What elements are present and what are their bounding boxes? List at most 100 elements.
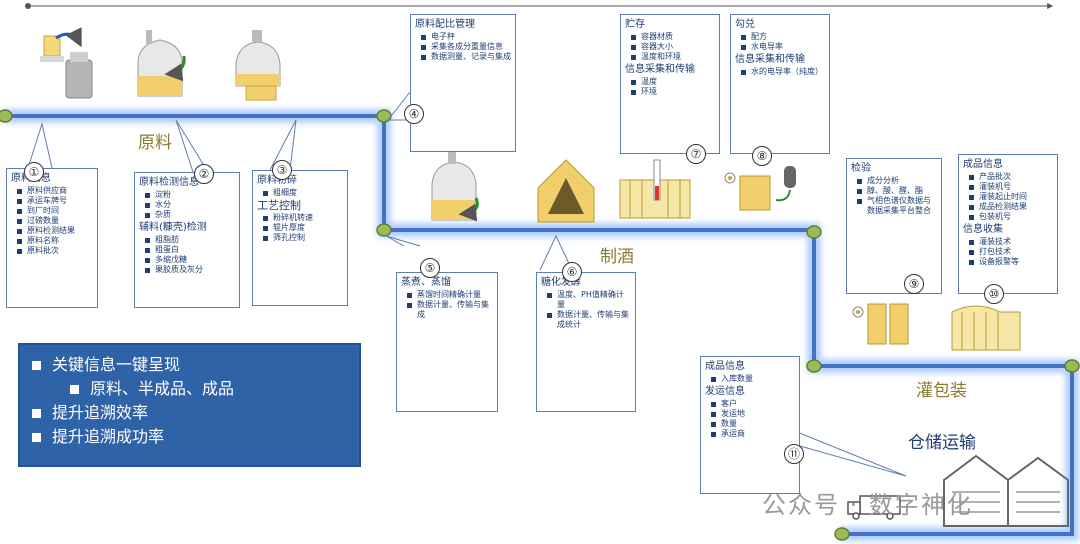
list-item: 灌装机号: [969, 182, 1053, 192]
list-item: 粗细度: [263, 188, 343, 198]
callout-blending: 勾兑 配方 水电导率 信息采集和传输 水的电导率（纯度）: [730, 14, 830, 154]
flow-node: [834, 527, 850, 541]
list-item: 灌装起止时间: [969, 192, 1053, 202]
callout-title: 蒸煮、蒸馏: [401, 277, 451, 288]
callout-subtitle: 信息采集和传输: [625, 64, 695, 75]
callout-product: 成品信息 产品批次 灌装机号 灌装起止时间 成品检测结果 包装机号 信息收集 灌…: [958, 154, 1058, 294]
flow-line: [4, 114, 1074, 536]
callout-testing: 检验 成分分析 醇、酸、醛、酯 气相色谱仪数据与数据采集平台整合: [846, 158, 942, 294]
callout-title: 成品信息: [705, 361, 745, 372]
truck-icon: [847, 495, 901, 520]
steaming-icon: [431, 152, 479, 222]
callout-warehouse: 成品信息 入库数量 发运信息 客户 发运地 数量 承运商: [700, 356, 800, 494]
key-point-sub: 原料、半成品、成品: [68, 377, 349, 401]
callout-subtitle: 工艺控制: [257, 199, 301, 212]
list-item: 过磅数量: [17, 216, 93, 226]
list-item: 醇、酸、醛、酯: [857, 186, 937, 196]
key-point: 提升追溯成功率: [30, 425, 349, 449]
list-item: 包装机号: [969, 212, 1053, 222]
key-point: 提升追溯效率: [30, 401, 349, 425]
step-number-8: ⑧: [752, 146, 772, 166]
list-item: 淀粉: [145, 190, 235, 200]
list-item: 采集各成分重量信息: [421, 42, 511, 52]
step-number-5: ⑤: [420, 258, 440, 278]
flow-node: [0, 109, 13, 123]
callout-subtitle: 辅料(糠壳)检测: [139, 222, 207, 233]
key-point: 关键信息一键呈现: [30, 353, 349, 377]
flow-node: [806, 225, 822, 239]
list-item: 成分分析: [857, 176, 937, 186]
step-number-3: ③: [272, 160, 292, 180]
warehouse-icon: [943, 454, 1069, 527]
list-item: 承运商: [711, 429, 795, 439]
raw-material-icon: [40, 27, 93, 99]
flow-node: [376, 223, 392, 237]
list-item: 杂质: [145, 210, 235, 220]
list-item: 多缩戊糖: [145, 255, 235, 265]
list-item: 粗蛋白: [145, 245, 235, 255]
list-item: 蒸馏时间精确计量: [407, 290, 493, 300]
list-item: 温度: [631, 77, 715, 87]
step-number-6: ⑥: [562, 262, 582, 282]
callout-title: 原料配比管理: [415, 19, 475, 30]
callout-raw-info: 原料信息 原料供应商 承运车牌号 到厂时间 过磅数量 原料检测结果 原料名称 原…: [6, 168, 98, 308]
testing-icon: [852, 303, 909, 345]
list-item: 产品批次: [969, 172, 1053, 182]
list-item: 容器大小: [631, 42, 715, 52]
stage-storage-label: 仓储运输: [908, 433, 976, 453]
callout-storage: 贮存 容器材质 容器大小 温度和环境 信息采集和传输 温度 环境: [620, 14, 720, 154]
list-item: 数据测量、记录与集成: [421, 52, 511, 62]
step-number-9: ⑨: [904, 274, 924, 294]
list-item: 水分: [145, 200, 235, 210]
list-item: 容器材质: [631, 32, 715, 42]
list-item: 粗脂肪: [145, 235, 235, 245]
step-number-1: ①: [24, 162, 44, 182]
list-item: 承运车牌号: [17, 196, 93, 206]
list-item: 电子秤: [421, 32, 511, 42]
list-item: 果胶质及灰分: [145, 265, 235, 275]
list-item: 原料供应商: [17, 186, 93, 196]
list-item: 数量: [711, 419, 795, 429]
list-item: 气相色谱仪数据与数据采集平台整合: [857, 196, 937, 216]
callout-title: 贮存: [625, 19, 645, 30]
list-item: 温度和环境: [631, 52, 715, 62]
blending-icon: [724, 166, 796, 211]
list-item: 入库数量: [711, 374, 795, 384]
storage-icon: [619, 159, 691, 219]
callout-title: 原料信息: [11, 173, 93, 184]
list-item: 辊片厚度: [263, 223, 343, 233]
callout-grinding: 原料粉碎 粗细度 工艺控制 粉碎机转速 辊片厚度 筛孔控制: [252, 170, 348, 306]
callout-subtitle: 信息收集: [963, 224, 1003, 235]
top-rule-start: [25, 3, 31, 9]
list-item: 原料检测结果: [17, 226, 93, 236]
watermark-text: 公众号 · 数字神化: [762, 491, 973, 519]
inspection-icon: [137, 30, 186, 97]
list-item: 灌装技术: [969, 237, 1053, 247]
fermentation-icon: [537, 159, 595, 223]
callout-subtitle: 信息采集和传输: [735, 54, 805, 65]
callout-inspection: 原料检测信息 淀粉 水分 杂质 辅料(糠壳)检测 粗脂肪 粗蛋白 多缩戊糖 果胶…: [134, 172, 240, 308]
callout-title: 糖化发酵: [541, 277, 581, 288]
callout-title: 检验: [851, 163, 871, 174]
step-number-7: ⑦: [686, 144, 706, 164]
callout-fermentation: 糖化发酵 温度、PH值精确计量 数据计量、传输与集成统计: [536, 272, 636, 412]
step-number-2: ②: [194, 164, 214, 184]
list-item: 水电导率: [741, 42, 825, 52]
list-item: 水的电导率（纯度）: [741, 67, 825, 77]
callout-subtitle: 发运信息: [705, 386, 745, 397]
list-item: 数据计量、传输与集成统计: [547, 310, 631, 330]
flow-node: [1064, 359, 1080, 373]
grinding-icon: [235, 30, 281, 101]
list-item: 配方: [741, 32, 825, 42]
list-item: 粉碎机转速: [263, 213, 343, 223]
list-item: 设备报警等: [969, 257, 1053, 267]
list-item: 筛孔控制: [263, 233, 343, 243]
callout-title: 原料检测信息: [139, 177, 199, 188]
callout-steaming: 蒸煮、蒸馏 蒸馏时间精确计量 数据计量、传输与集成: [396, 272, 498, 412]
callout-title: 原料粉碎: [257, 175, 297, 186]
list-item: 发运地: [711, 409, 795, 419]
step-number-11: ⑪: [784, 444, 804, 464]
step-number-10: ⑩: [984, 284, 1004, 304]
list-item: 到厂时间: [17, 206, 93, 216]
